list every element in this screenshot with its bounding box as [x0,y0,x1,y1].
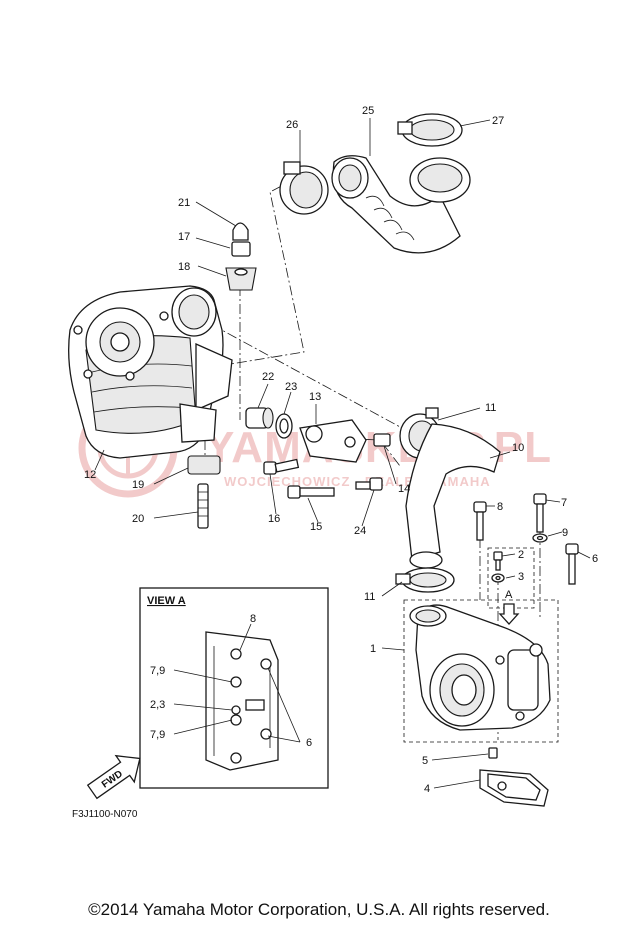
view-arrow-letter: A [505,589,513,601]
callout-27: 27 [492,115,504,127]
view-arrow-a: A [498,589,520,625]
callout-5: 5 [422,755,428,767]
callout-14: 14 [398,483,410,495]
bolt-6 [565,543,579,585]
callout-25: 25 [362,105,374,117]
cap-nut [232,222,249,241]
callout-9: 9 [562,527,568,539]
turbocharger [409,604,551,731]
callout-19: 19 [132,479,144,491]
callout-22: 22 [262,371,274,383]
collar [231,241,251,257]
rubber-pad [187,455,221,475]
callout-4: 4 [424,783,430,795]
bolt-2 [493,551,503,571]
intake-duct [331,155,471,254]
washer-3 [491,573,505,583]
fwd-arrow: FWD [86,754,141,800]
hose-clamp-27 [397,113,463,147]
plug-5 [488,747,498,759]
o-ring [275,413,293,439]
callout-6: 6 [592,553,598,565]
callout-18: 18 [178,261,190,273]
callout-17: 17 [178,231,190,243]
callout-23: 23 [285,381,297,393]
callout-15: 15 [310,521,322,533]
callout-1: 1 [370,643,376,655]
hose-clamp-26 [279,161,329,215]
washer-9 [532,533,548,543]
bolt-24 [355,477,383,491]
callout-8: 8 [497,501,503,513]
bolt-7 [533,493,547,533]
callout-11-lower: 11 [364,591,375,603]
leader-lines [94,118,591,789]
callout-21: 21 [178,197,190,209]
callout-10: 10 [512,442,524,454]
callout-20: 20 [132,513,144,525]
spacer [245,407,274,429]
bolt-8 [473,501,487,541]
nipple [373,433,391,447]
view-callout-7-9-lower: 7,9 [150,729,165,741]
view-callout-2-3: 2,3 [150,699,165,711]
view-callout-6: 6 [306,737,312,749]
view-callout-7-9-upper: 7,9 [150,665,165,677]
callout-26: 26 [286,119,298,131]
callout-11-upper: 11 [485,402,496,414]
callout-24: 24 [354,525,366,537]
view-callout-8: 8 [250,613,256,625]
callout-3: 3 [518,571,524,583]
bolt-15 [287,485,335,499]
grommet [225,267,257,291]
document-code: F3J1100-N070 [72,809,138,820]
hose-clamp-11-lower [395,567,455,593]
callout-13: 13 [309,391,321,403]
bolt-16 [263,458,300,475]
callout-2: 2 [518,549,524,561]
copyright-notice: ©2014 Yamaha Motor Corporation, U.S.A. A… [88,900,550,919]
assembly-lines [193,177,541,740]
view-a-title: VIEW A [147,595,186,607]
callout-labels: 26 25 27 21 17 18 22 23 13 11 10 14 12 1… [84,105,598,795]
stud [197,483,209,529]
view-a-callouts: 8 7,9 2,3 7,9 6 [150,613,312,749]
callout-7: 7 [561,497,567,509]
view-a-panel: VIEW A [139,587,329,789]
intercooler-housing [68,285,233,459]
gasket-4 [479,769,549,807]
bracket [299,419,367,463]
watermark-title: YAMASKLEP.PL [205,423,552,472]
intake-hose [405,423,501,569]
callout-12: 12 [84,469,96,481]
callout-16: 16 [268,513,280,525]
